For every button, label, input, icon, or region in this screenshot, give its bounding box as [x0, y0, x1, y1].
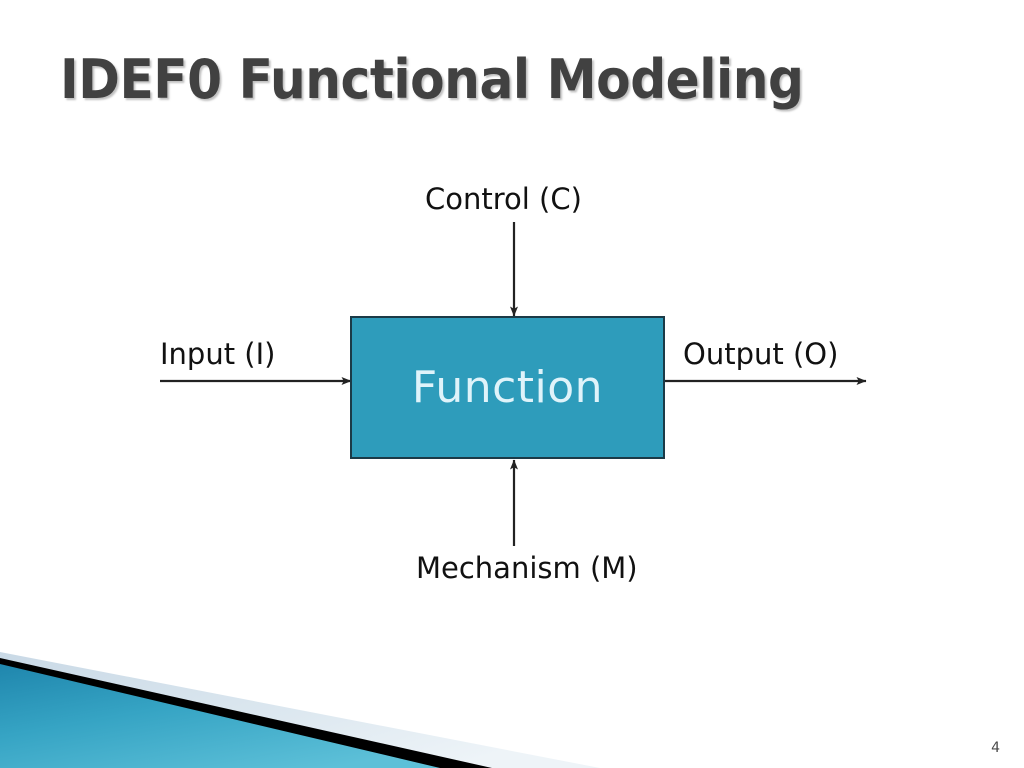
input-label: Input (I)	[160, 337, 276, 371]
output-label: Output (O)	[683, 337, 839, 371]
function-box: Function	[350, 316, 665, 459]
page-title: IDEF0 Functional Modeling	[60, 48, 804, 111]
control-label: Control (C)	[425, 182, 582, 216]
mechanism-label: Mechanism (M)	[416, 551, 638, 585]
page-number: 4	[991, 740, 1000, 756]
function-box-label: Function	[411, 362, 604, 413]
